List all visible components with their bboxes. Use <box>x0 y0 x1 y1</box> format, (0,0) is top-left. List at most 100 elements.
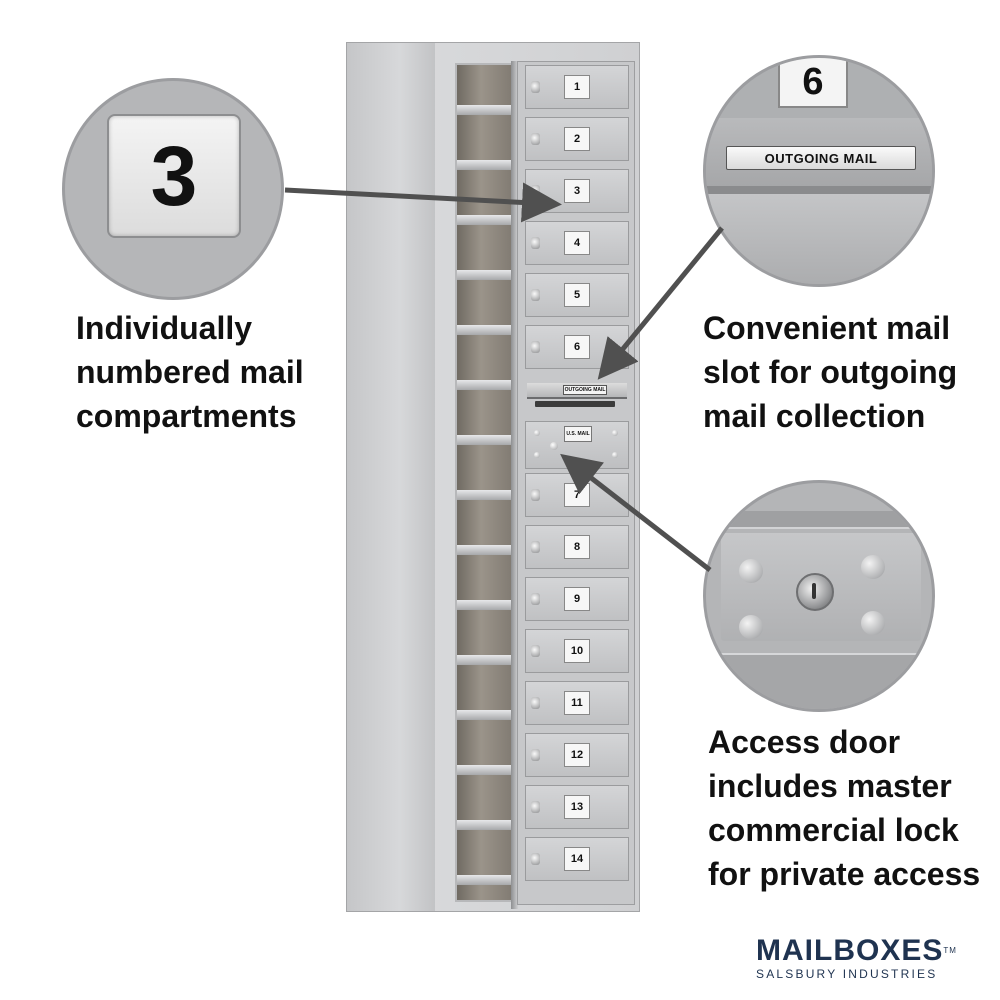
mail-compartment[interactable]: 7 <box>525 473 629 517</box>
compartment-number: 7 <box>564 483 590 507</box>
compartment-lock-icon[interactable] <box>531 185 540 197</box>
interior-shelf <box>457 380 517 390</box>
caption-line: Individually <box>76 310 253 346</box>
interior-shelf <box>457 215 517 225</box>
compartment-number-tag: 6 <box>778 58 848 108</box>
compartments-caption: Individually numbered mail compartments <box>76 306 336 438</box>
access-door-panel <box>721 533 921 641</box>
interior-shelf <box>457 105 517 115</box>
compartment-number: 6 <box>564 335 590 359</box>
outgoing-mail-slot[interactable] <box>535 401 615 407</box>
outgoing-mail-door[interactable]: OUTGOING MAIL <box>527 383 627 399</box>
mail-compartment[interactable]: 14 <box>525 837 629 881</box>
compartment-lock-icon[interactable] <box>531 133 540 145</box>
salsbury-logo: MAILBOXESTM SALSBURY INDUSTRIES <box>756 935 978 982</box>
mail-compartment[interactable]: 8 <box>525 525 629 569</box>
open-door-edge <box>511 61 519 909</box>
compartment-number: 12 <box>564 743 590 767</box>
outgoing-slot-lip <box>706 186 932 194</box>
mail-compartment[interactable]: 3 <box>525 169 629 213</box>
compartment-number: 11 <box>564 691 590 715</box>
caption-line: Convenient mail <box>703 310 951 346</box>
interior-shelf <box>457 545 517 555</box>
mail-compartment[interactable]: 11 <box>525 681 629 725</box>
caption-line: for private access <box>708 856 981 892</box>
interior-shelf <box>457 875 517 885</box>
mail-compartment[interactable]: 1 <box>525 65 629 109</box>
interior-shelf <box>457 160 517 170</box>
compartment-lock-icon[interactable] <box>531 341 540 353</box>
compartment-number: 5 <box>564 283 590 307</box>
compartment-number: 3 <box>564 179 590 203</box>
access-door-callout <box>703 480 935 712</box>
mail-compartment[interactable]: 12 <box>525 733 629 777</box>
interior-shelf <box>457 765 517 775</box>
compartment-lock-icon[interactable] <box>531 541 540 553</box>
rivet-icon <box>861 611 885 635</box>
rivet-icon <box>534 430 540 436</box>
access-door-caption: Access door includes master commercial l… <box>708 720 998 896</box>
rivet-icon <box>861 555 885 579</box>
compartment-number: 1 <box>564 75 590 99</box>
compartment-number: 2 <box>564 127 590 151</box>
compartment-lock-icon[interactable] <box>531 289 540 301</box>
logo-subtitle: SALSBURY INDUSTRIES <box>756 967 938 981</box>
rivet-icon <box>739 559 763 583</box>
interior-shelf <box>457 600 517 610</box>
compartment-lock-icon[interactable] <box>531 489 540 501</box>
interior-shelf <box>457 325 517 335</box>
compartment-lock-icon[interactable] <box>531 593 540 605</box>
compartment-number: 8 <box>564 535 590 559</box>
interior-shelf <box>457 655 517 665</box>
outgoing-slot-callout: 6 OUTGOING MAIL <box>703 55 935 287</box>
interior-shelf <box>457 435 517 445</box>
caption-line: commercial lock <box>708 812 959 848</box>
compartment-number: 13 <box>564 795 590 819</box>
compartment-lock-icon[interactable] <box>531 801 540 813</box>
compartment-number-callout: 3 <box>62 78 284 300</box>
open-interior <box>455 63 519 902</box>
mail-compartment[interactable]: 4 <box>525 221 629 265</box>
compartment-lock-icon[interactable] <box>531 749 540 761</box>
compartment-lock-icon[interactable] <box>531 81 540 93</box>
access-door-lower-panel <box>706 653 932 709</box>
caption-line: slot for outgoing <box>703 354 958 390</box>
compartment-number-tag: 3 <box>107 114 241 238</box>
master-lock-icon <box>796 573 834 611</box>
caption-line: numbered mail <box>76 354 304 390</box>
caption-line: mail collection <box>703 398 926 434</box>
compartment-number: 4 <box>564 231 590 255</box>
interior-shelf <box>457 490 517 500</box>
interior-shelf <box>457 270 517 280</box>
compartment-lock-icon[interactable] <box>531 697 540 709</box>
outgoing-slot-caption: Convenient mail slot for outgoing mail c… <box>703 306 993 438</box>
compartment-number: 14 <box>564 847 590 871</box>
compartment-number: 10 <box>564 639 590 663</box>
mail-compartment[interactable]: 6 <box>525 325 629 369</box>
logo-wordmark: MAILBOXESTM <box>756 935 978 967</box>
caption-line: compartments <box>76 398 297 434</box>
mail-compartment[interactable]: 5 <box>525 273 629 317</box>
master-lock-icon[interactable] <box>550 442 558 450</box>
rivet-icon <box>739 615 763 639</box>
rivet-icon <box>612 430 618 436</box>
compartment-lock-icon[interactable] <box>531 237 540 249</box>
caption-line: Access door <box>708 724 901 760</box>
compartment-number: 9 <box>564 587 590 611</box>
outgoing-mail-label: OUTGOING MAIL <box>726 146 916 170</box>
mail-compartment[interactable]: 10 <box>525 629 629 673</box>
logo-name: MAILBOXES <box>756 934 944 967</box>
mail-compartment[interactable]: 2 <box>525 117 629 161</box>
mail-compartment[interactable]: 9 <box>525 577 629 621</box>
cabinet-side-panel <box>347 43 435 911</box>
caption-line: includes master <box>708 768 952 804</box>
us-mail-label: U.S. MAIL <box>564 426 592 442</box>
compartment-lock-icon[interactable] <box>531 853 540 865</box>
outgoing-mail-label: OUTGOING MAIL <box>563 385 607 395</box>
mail-compartment[interactable]: 13 <box>525 785 629 829</box>
interior-shelf <box>457 710 517 720</box>
access-door-top-rail <box>706 511 932 529</box>
compartment-lock-icon[interactable] <box>531 645 540 657</box>
access-door-panel[interactable]: U.S. MAIL <box>525 421 629 469</box>
